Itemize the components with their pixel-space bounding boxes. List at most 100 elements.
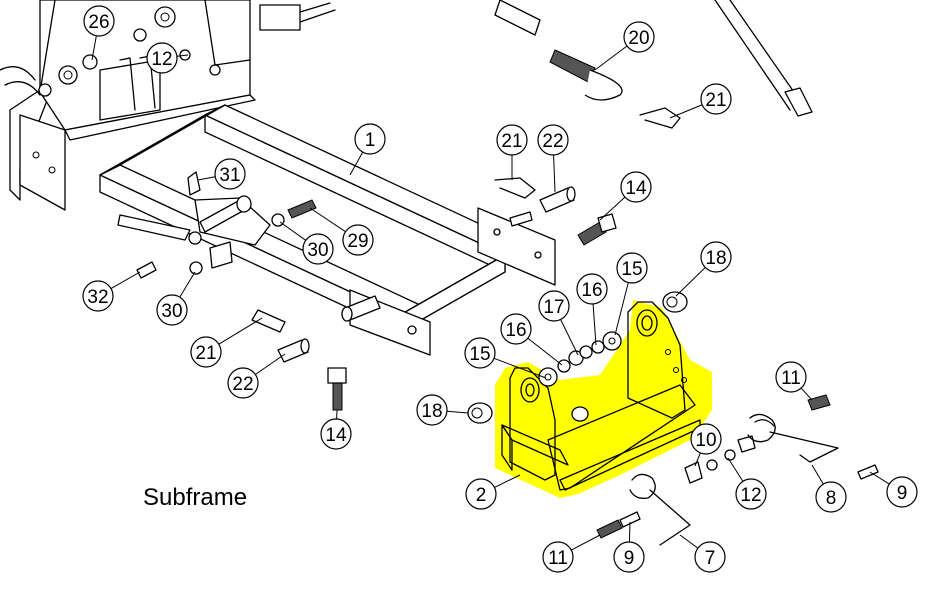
upper-pin-assembly [259,0,813,117]
callout-number: 29 [347,231,368,252]
callout-circle [190,336,222,368]
callout-circle [214,158,246,190]
callout-leader-line [869,471,890,485]
highlight-region [495,300,712,498]
callout-number: 22 [232,374,253,395]
callout-leader-line [571,534,601,551]
callout-circle [342,224,374,256]
callout-12: 12 [727,457,767,510]
callout-leader-line [811,464,824,485]
callout-leader-line [560,319,579,356]
callout-7: 7 [679,534,726,573]
callout-leader-line [197,176,216,181]
callout-leader-line [309,207,346,233]
callout-circle [623,21,655,53]
callout-leader-line [494,474,521,488]
spring-handles [629,413,839,546]
callout-22: 22 [227,353,286,399]
washers-stack [538,331,622,387]
callout-number: 2 [476,485,487,506]
callout-circle [700,241,732,273]
callout-16: 16 [576,273,608,346]
callout-leader-line [669,104,703,119]
callout-circle [500,313,532,345]
callout-circle [464,337,496,369]
callout-circle [227,367,259,399]
callout-14: 14 [320,409,352,450]
callout-circle [815,481,847,513]
callout-circle [538,290,570,322]
callout-number: 12 [151,49,172,70]
callout-number: 1 [365,130,376,151]
callout-18: 18 [416,394,469,426]
part-20-pin [549,49,623,101]
callout-circle [83,5,115,37]
callout-number: 11 [548,548,568,569]
callout-20: 20 [594,21,655,71]
callout-number: 12 [740,485,761,506]
callout-leader-line [493,357,547,379]
callout-leader-line [614,282,629,336]
callout-number: 15 [469,344,490,365]
callout-number: 30 [307,240,328,261]
callout-number: 32 [87,287,108,308]
callout-leader-line [679,534,699,549]
callout-circle [775,361,807,393]
callout-number: 9 [897,483,908,504]
callout-21: 21 [669,83,732,119]
callout-21: 21 [496,124,528,180]
callout-number: 15 [621,259,642,280]
callout-10: 10 [690,423,722,467]
callout-leader-line [279,221,307,241]
callout-number: 11 [781,368,801,389]
callout-16: 16 [500,313,563,366]
callout-31: 31 [197,158,246,190]
callout-15: 15 [614,252,648,336]
callout-number: 14 [625,178,647,199]
callout-leader-line [594,45,628,71]
callout-32: 32 [82,271,141,312]
callout-22: 22 [537,124,569,193]
callout-circle [537,124,569,156]
callout-number: 31 [219,165,240,186]
callout-leader-line [446,410,469,414]
callout-circle [613,541,645,573]
callout-number: 16 [505,320,526,341]
callout-number: 18 [705,248,726,269]
callout-leader-line [527,337,563,366]
callout-number: 10 [695,430,716,451]
callout-number: 20 [628,28,649,49]
callout-leader-line [727,457,744,482]
callout-circle [886,476,918,508]
callout-11: 11 [775,361,813,401]
callout-number: 9 [624,548,635,569]
callout-leader-line [592,303,597,346]
callout-leader-line [110,271,141,289]
callout-leader-line [553,154,556,193]
callout-number: 21 [195,343,216,364]
callout-number: 21 [501,131,522,152]
callout-leader-line [599,196,626,221]
callout-number: 22 [542,131,563,152]
callout-circle [690,423,722,455]
callout-circle [694,541,726,573]
callout-leader-line [349,151,364,176]
callout-29: 29 [309,207,374,256]
callout-21: 21 [190,317,263,368]
callout-9: 9 [869,471,918,508]
callout-number: 18 [421,401,442,422]
callout-11: 11 [542,534,601,573]
callout-circle [700,83,732,115]
callout-leader-line [694,452,701,467]
callout-leader-line [800,387,813,401]
latch-parts [684,435,756,484]
callout-circle [156,294,188,326]
callout-leader-line [675,267,706,297]
callout-2: 2 [465,474,521,510]
callout-number: 21 [705,90,726,111]
callout-number: 14 [325,425,347,446]
callout-9: 9 [613,521,645,573]
callout-circle [302,233,334,265]
